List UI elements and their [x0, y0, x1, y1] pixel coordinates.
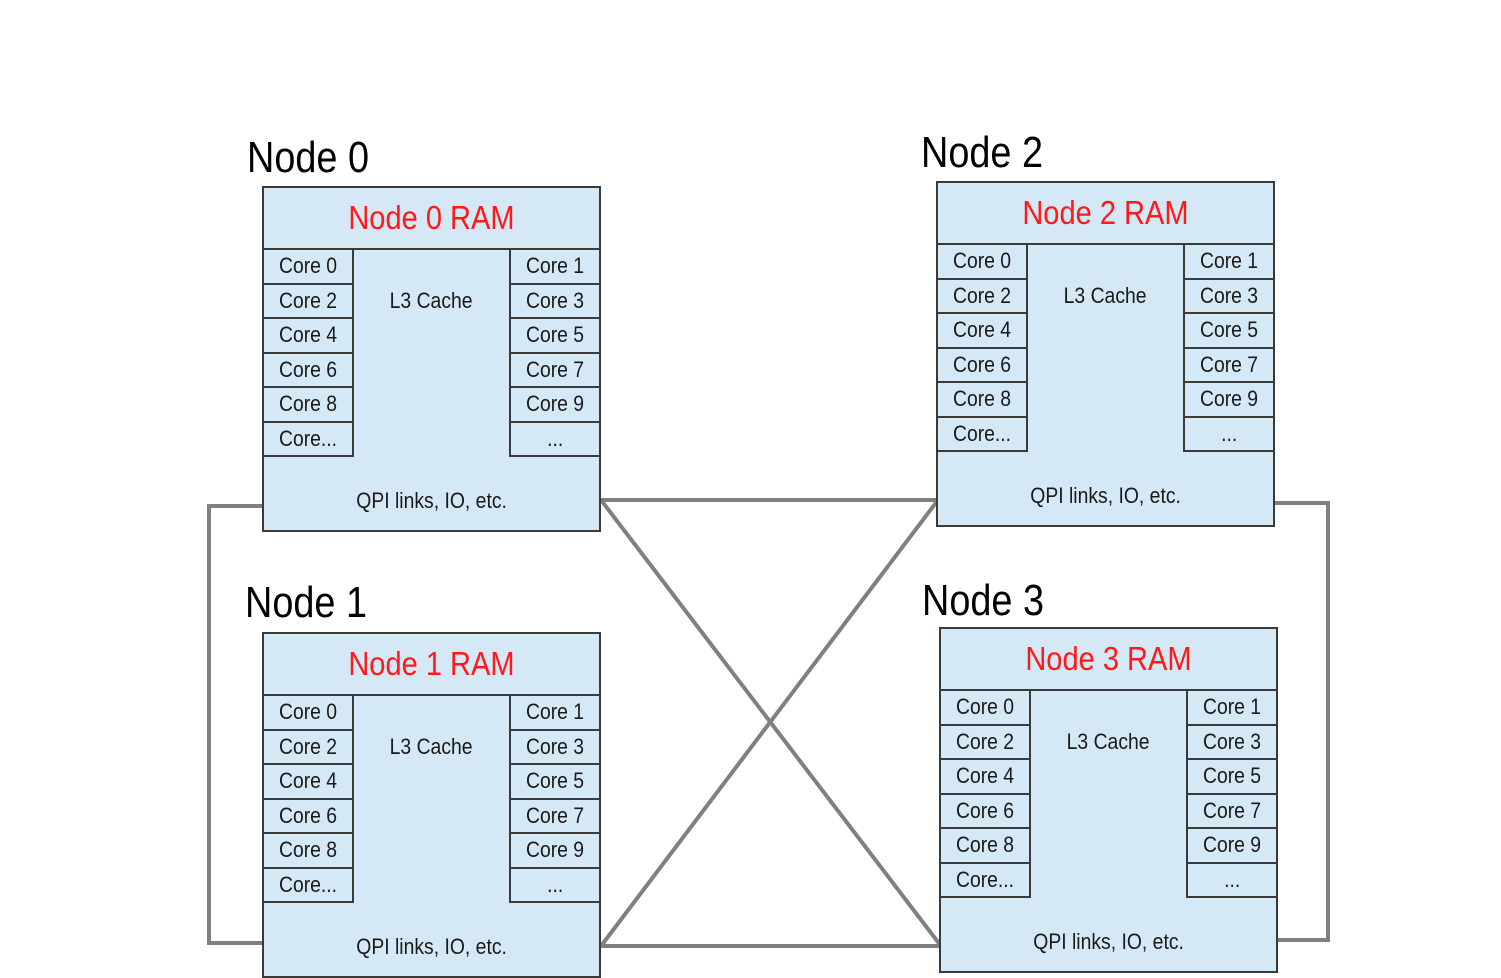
left-core-column: Core 0 Core 2 Core 4 Core 6 Core 8 Core.…	[941, 691, 1031, 898]
ram-label: Node 0 RAM	[348, 199, 515, 236]
core-cell: Core 4	[264, 765, 354, 800]
core-cell: Core 7	[1183, 348, 1273, 383]
core-cell: ...	[509, 422, 599, 457]
ram-label: Node 2 RAM	[1022, 194, 1189, 231]
core-cell: ...	[509, 868, 599, 903]
l3-cache: L3 Cache	[1064, 283, 1147, 308]
core-cell: Core 1	[1186, 691, 1276, 726]
right-core-column: Core 1 Core 3 Core 5 Core 7 Core 9 ...	[509, 696, 599, 903]
l3-cache: L3 Cache	[1067, 729, 1150, 754]
core-cell: Core...	[938, 417, 1028, 452]
right-core-column: Core 1 Core 3 Core 5 Core 7 Core 9 ...	[509, 250, 599, 457]
numa-node-1: Node 1 RAM Core 0 Core 2 Core 4 Core 6 C…	[262, 632, 601, 978]
qpi-io-section: QPI links, IO, etc.	[1033, 929, 1184, 954]
right-core-column: Core 1 Core 3 Core 5 Core 7 Core 9 ...	[1186, 691, 1276, 898]
core-cell: Core 8	[264, 388, 354, 423]
core-cell: Core 3	[1183, 279, 1273, 314]
node-ram: Node 0 RAM	[264, 188, 599, 250]
core-cell: Core 8	[938, 383, 1028, 418]
core-cell: Core...	[941, 863, 1031, 898]
core-cell: Core 6	[264, 353, 354, 388]
core-cell: Core...	[264, 868, 354, 903]
core-cell: Core 0	[264, 696, 354, 731]
core-cell: Core 7	[1186, 794, 1276, 829]
link-node1-node2	[599, 498, 940, 948]
core-cell: Core 2	[264, 284, 354, 319]
link-node0-node3	[599, 498, 943, 948]
core-cell: Core 4	[264, 319, 354, 354]
core-cell: Core 7	[509, 353, 599, 388]
qpi-io-section: QPI links, IO, etc.	[1030, 483, 1181, 508]
link-node2-node3	[1275, 501, 1330, 942]
core-cell: Core 5	[1186, 760, 1276, 795]
core-cell: Core 5	[509, 765, 599, 800]
l3-cache: L3 Cache	[390, 734, 473, 759]
core-cell: ...	[1183, 417, 1273, 452]
core-cell: Core 2	[938, 279, 1028, 314]
left-core-column: Core 0 Core 2 Core 4 Core 6 Core 8 Core.…	[264, 696, 354, 903]
node-ram: Node 3 RAM	[941, 629, 1276, 691]
numa-node-2: Node 2 RAM Core 0 Core 2 Core 4 Core 6 C…	[936, 181, 1275, 527]
core-cell: Core 9	[1186, 829, 1276, 864]
node-ram: Node 2 RAM	[938, 183, 1273, 245]
node-title: Node 1	[245, 578, 368, 627]
core-cell: Core 1	[1183, 245, 1273, 280]
core-cell: Core 0	[264, 250, 354, 285]
core-cell: Core 5	[509, 319, 599, 354]
core-cell: Core 0	[941, 691, 1031, 726]
node-ram: Node 1 RAM	[264, 634, 599, 696]
ram-label: Node 1 RAM	[348, 645, 515, 682]
node-title: Node 2	[921, 128, 1044, 177]
core-cell: ...	[1186, 863, 1276, 898]
core-cell: Core 2	[264, 730, 354, 765]
numa-node-3: Node 3 RAM Core 0 Core 2 Core 4 Core 6 C…	[939, 627, 1278, 973]
core-cell: Core 1	[509, 696, 599, 731]
right-core-column: Core 1 Core 3 Core 5 Core 7 Core 9 ...	[1183, 245, 1273, 452]
qpi-io-section: QPI links, IO, etc.	[356, 934, 507, 959]
core-cell: Core 4	[938, 314, 1028, 349]
core-cell: Core 4	[941, 760, 1031, 795]
left-core-column: Core 0 Core 2 Core 4 Core 6 Core 8 Core.…	[264, 250, 354, 457]
link-node0-node1	[207, 504, 263, 945]
ram-label: Node 3 RAM	[1025, 640, 1192, 677]
node-title: Node 3	[922, 576, 1045, 625]
left-core-column: Core 0 Core 2 Core 4 Core 6 Core 8 Core.…	[938, 245, 1028, 452]
core-cell: Core 3	[509, 284, 599, 319]
core-cell: Core 6	[938, 348, 1028, 383]
core-cell: Core 5	[1183, 314, 1273, 349]
core-cell: Core 3	[1186, 725, 1276, 760]
qpi-io-section: QPI links, IO, etc.	[356, 488, 507, 513]
core-cell: Core 8	[941, 829, 1031, 864]
l3-cache: L3 Cache	[390, 288, 473, 313]
core-cell: Core 6	[264, 799, 354, 834]
core-cell: Core 0	[938, 245, 1028, 280]
node-title: Node 0	[247, 133, 370, 182]
core-cell: Core 1	[509, 250, 599, 285]
core-cell: Core 3	[509, 730, 599, 765]
core-cell: Core 7	[509, 799, 599, 834]
core-cell: Core...	[264, 422, 354, 457]
core-cell: Core 2	[941, 725, 1031, 760]
core-cell: Core 9	[509, 388, 599, 423]
numa-node-0: Node 0 RAM Core 0 Core 2 Core 4 Core 6 C…	[262, 186, 601, 532]
core-cell: Core 8	[264, 834, 354, 869]
core-cell: Core 9	[509, 834, 599, 869]
core-cell: Core 9	[1183, 383, 1273, 418]
core-cell: Core 6	[941, 794, 1031, 829]
